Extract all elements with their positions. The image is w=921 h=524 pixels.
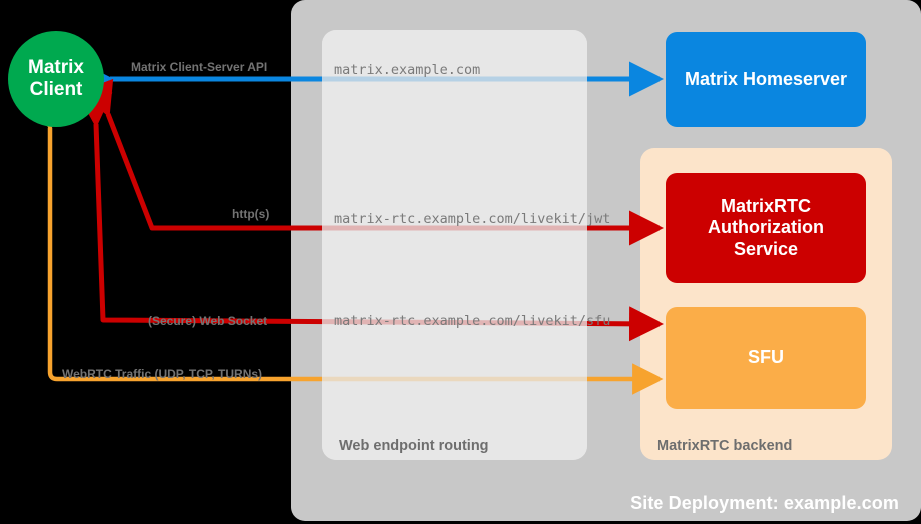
edge-label-web-socket: (Secure) Web Socket xyxy=(148,314,268,328)
matrixrtc-backend-label: MatrixRTC backend xyxy=(657,438,793,454)
node-matrixrtc-authorization-service[interactable]: MatrixRTC Authorization Service xyxy=(666,173,866,283)
node-matrixrtc-authorization-service-label: MatrixRTC Authorization Service xyxy=(708,196,824,259)
endpoint-label-livekit-sfu: matrix-rtc.example.com/livekit/sfu xyxy=(334,313,611,329)
edge-label-cs-api: Matrix Client-Server API xyxy=(131,60,268,74)
node-sfu[interactable]: SFU xyxy=(666,307,866,409)
endpoint-label-livekit-jwt: matrix-rtc.example.com/livekit/jwt xyxy=(334,211,611,227)
node-matrix-homeserver[interactable]: Matrix Homeserver xyxy=(666,32,866,127)
edge-label-http: http(s) xyxy=(232,207,270,221)
node-matrix-client[interactable]: Matrix Client xyxy=(8,31,104,127)
routing-box-overlay xyxy=(322,30,587,460)
node-matrix-client-label: Matrix Client xyxy=(28,56,84,100)
node-sfu-label: SFU xyxy=(748,347,784,368)
endpoint-label-matrix-example-com: matrix.example.com xyxy=(334,62,481,78)
edge-line-webrtc xyxy=(34,100,664,395)
site-deployment-label: Site Deployment: example.com xyxy=(630,493,899,513)
node-matrix-homeserver-label: Matrix Homeserver xyxy=(684,68,848,89)
web-endpoint-routing-label: Web endpoint routing xyxy=(339,438,489,454)
edge-label-webrtc-traffic: WebRTC Traffic (UDP, TCP, TURNs) xyxy=(62,367,263,381)
